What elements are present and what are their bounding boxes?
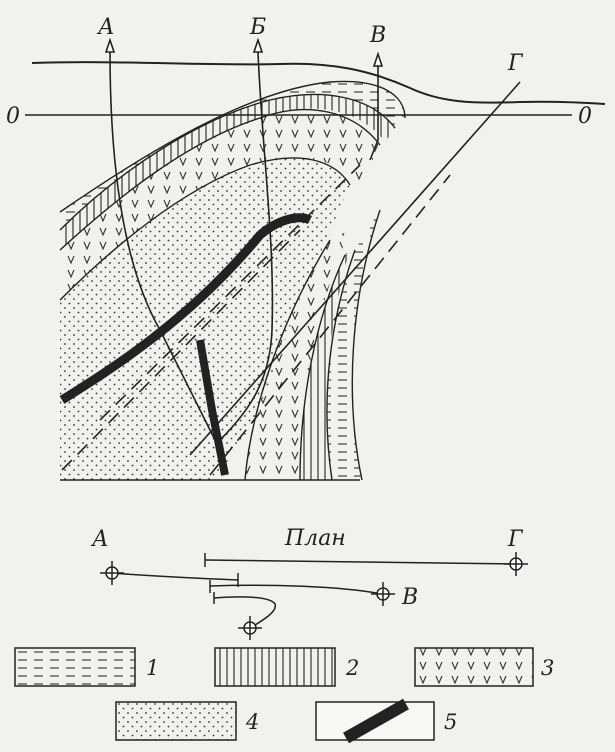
label-v: В bbox=[369, 23, 386, 48]
boreholes bbox=[104, 37, 521, 456]
svg-text:3: 3 bbox=[541, 656, 554, 680]
plan-well-symbols bbox=[100, 552, 528, 640]
faults bbox=[61, 164, 451, 476]
layer-3-v bbox=[60, 109, 380, 300]
borehole-b bbox=[219, 51, 274, 441]
cross-section: А Б В Г 0 0 bbox=[6, 15, 606, 481]
svg-text:5: 5 bbox=[444, 710, 457, 734]
plan-trace-b bbox=[213, 596, 276, 629]
plan-label-g: Г bbox=[507, 527, 524, 552]
plan-label-a: А bbox=[90, 527, 109, 552]
datum-right-label: 0 bbox=[578, 104, 592, 129]
ground-surface bbox=[31, 61, 606, 105]
layer-2-vertical-lower bbox=[300, 248, 350, 480]
legend-item-4: 4 bbox=[115, 701, 259, 741]
label-a: А bbox=[96, 15, 115, 40]
layer-2-vertical bbox=[60, 94, 395, 250]
plan-label-v: В bbox=[401, 585, 418, 610]
layer-3-v-lower bbox=[245, 230, 350, 480]
layer-5-black-bed bbox=[59, 213, 313, 404]
layer-boundaries bbox=[59, 80, 406, 481]
label-g: Г bbox=[507, 51, 524, 76]
plan-trace-g bbox=[204, 559, 517, 565]
legend: 1 2 3 4 5 bbox=[14, 647, 554, 744]
borehole-v bbox=[369, 58, 379, 161]
plan-trace-a bbox=[111, 572, 239, 581]
legend-item-1: 1 bbox=[14, 647, 159, 687]
svg-text:1: 1 bbox=[146, 656, 159, 680]
plan-title: План bbox=[284, 526, 346, 551]
legend-item-3: 3 bbox=[414, 647, 554, 687]
datum-left-label: 0 bbox=[6, 104, 20, 129]
layer-5-black-bed-fault bbox=[196, 339, 229, 476]
svg-text:2: 2 bbox=[345, 656, 359, 680]
label-b: Б bbox=[249, 15, 266, 40]
legend-item-2: 2 bbox=[214, 647, 359, 687]
borehole-a bbox=[109, 51, 216, 441]
legend-item-5: 5 bbox=[315, 698, 457, 744]
plan-view: План А Г В bbox=[90, 526, 528, 640]
plan-trace-v bbox=[209, 584, 383, 595]
borehole-g bbox=[189, 81, 521, 456]
svg-text:4: 4 bbox=[245, 710, 259, 734]
